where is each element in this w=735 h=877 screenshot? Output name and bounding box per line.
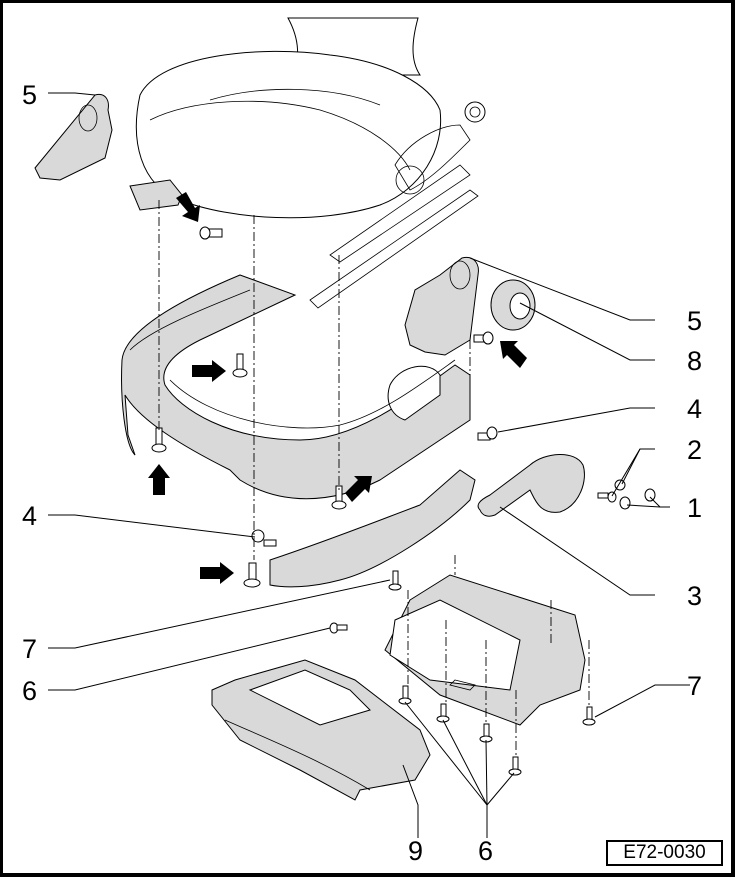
- seat-side-trim-frame: [121, 274, 471, 500]
- screw: [398, 685, 412, 705]
- seat-handle: [129, 179, 183, 211]
- screw: [508, 756, 522, 776]
- screw: [251, 529, 277, 547]
- screw: [479, 723, 493, 743]
- screw: [199, 226, 223, 240]
- part-5-cover-loose: [34, 93, 113, 181]
- callout-4-left: 4: [22, 501, 38, 531]
- recliner-knob: [464, 101, 486, 123]
- cap: [619, 496, 631, 510]
- callout-6-bottom: 6: [478, 836, 494, 866]
- seat-rail: [309, 189, 479, 309]
- pointer-arrow-icon: [500, 341, 527, 368]
- screw: [597, 491, 617, 503]
- pointer-arrow-icon: [192, 360, 226, 382]
- seat-assembly: [129, 17, 486, 309]
- callout-8: 8: [687, 346, 703, 376]
- pointer-arrow-icon: [345, 476, 372, 502]
- callout-5-top-left: 5: [22, 80, 38, 110]
- pointer-arrow-icon: [200, 562, 234, 584]
- callout-3: 3: [687, 581, 703, 611]
- callout-4-right: 4: [687, 394, 703, 424]
- screw: [151, 427, 167, 453]
- screw: [436, 703, 450, 723]
- pointer-arrows: [148, 192, 527, 584]
- callout-1: 1: [687, 493, 703, 523]
- callout-5-right: 5: [687, 306, 703, 336]
- lower-trim-panel: [269, 469, 476, 588]
- pointer-arrow-icon: [176, 192, 200, 222]
- screw: [473, 331, 494, 345]
- callout-7-left: 7: [22, 634, 38, 664]
- screw: [388, 570, 402, 591]
- part-5-cover: [404, 256, 479, 356]
- pointer-arrow-icon: [148, 464, 170, 495]
- screw: [329, 622, 348, 634]
- screw: [232, 353, 248, 378]
- screw: [477, 426, 498, 441]
- screw: [243, 562, 261, 588]
- screws: [151, 226, 656, 776]
- screw: [582, 706, 596, 726]
- screw: [331, 485, 347, 510]
- callout-7-right: 7: [687, 671, 703, 701]
- leader-lines: [48, 92, 690, 838]
- cap: [644, 488, 656, 502]
- callout-2: 2: [687, 435, 703, 465]
- callout-9: 9: [408, 836, 424, 866]
- seat-cushion: [135, 50, 442, 219]
- assembly-lines: [158, 200, 590, 757]
- figure-reference-code: E72-0030: [606, 840, 723, 866]
- part-3-lever: [477, 454, 585, 517]
- callout-6-left: 6: [22, 676, 38, 706]
